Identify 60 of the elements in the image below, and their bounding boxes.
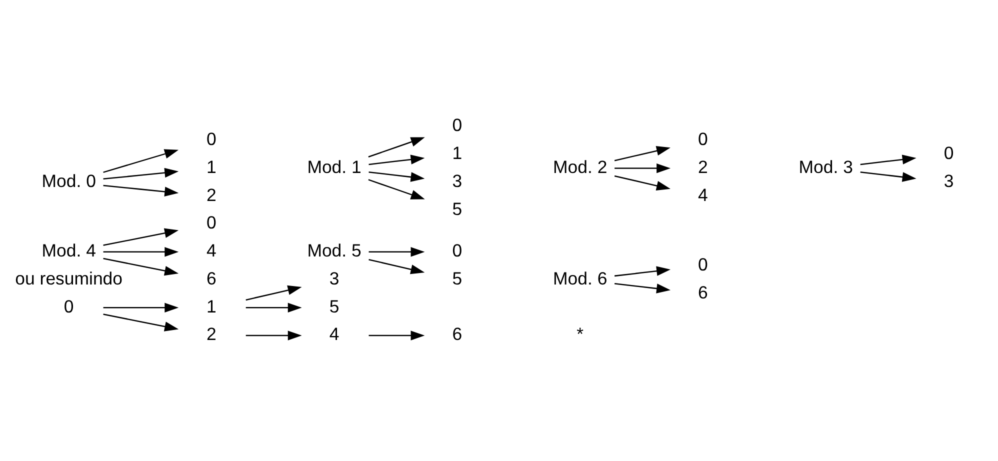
node-text: 1 bbox=[206, 296, 216, 316]
arrow bbox=[246, 284, 302, 300]
arrow bbox=[103, 302, 179, 312]
node-text: 2 bbox=[206, 184, 216, 204]
node-text: 5 bbox=[452, 198, 462, 218]
arrow bbox=[368, 258, 425, 274]
arrow bbox=[368, 154, 425, 165]
node-text: 5 bbox=[329, 296, 340, 316]
arrow bbox=[614, 266, 671, 276]
arrow bbox=[246, 330, 302, 340]
arrow bbox=[614, 146, 670, 161]
node-text: Mod. 5 bbox=[307, 240, 362, 260]
label: * bbox=[576, 324, 584, 344]
node-text: 3 bbox=[452, 170, 462, 190]
arrow bbox=[103, 148, 179, 172]
arrow bbox=[860, 154, 916, 165]
node-text: 1 bbox=[206, 156, 216, 176]
arrow bbox=[368, 178, 425, 199]
arrow bbox=[614, 174, 670, 190]
node-text: 0 bbox=[698, 128, 708, 149]
arrow bbox=[614, 162, 671, 173]
node-text: 0 bbox=[452, 240, 462, 260]
node-text: Mod. 6 bbox=[553, 268, 608, 288]
node-text: 0 bbox=[206, 212, 216, 232]
arrow bbox=[368, 246, 425, 256]
node-text: 0 bbox=[206, 128, 216, 149]
label: ou resumindo bbox=[15, 268, 123, 288]
node-text: 3 bbox=[944, 170, 954, 190]
arrow bbox=[103, 228, 179, 246]
node-text: 4 bbox=[206, 240, 216, 260]
node-text: 2 bbox=[206, 324, 216, 344]
node-text: Mod. 4 bbox=[42, 240, 96, 260]
arrow bbox=[860, 171, 916, 182]
node-text: 5 bbox=[452, 268, 462, 288]
arrow bbox=[246, 302, 302, 312]
node-text: 2 bbox=[698, 156, 708, 176]
node-text: Mod. 3 bbox=[798, 156, 853, 176]
node-text: 0 bbox=[452, 114, 462, 135]
arrow bbox=[103, 167, 179, 180]
node-text: 6 bbox=[452, 324, 462, 344]
node-text: 4 bbox=[329, 324, 340, 344]
node-text: 6 bbox=[206, 268, 216, 288]
arrow bbox=[103, 184, 179, 196]
node-text: 0 bbox=[698, 254, 708, 274]
arrow bbox=[103, 246, 179, 256]
arrow bbox=[368, 171, 425, 182]
node-text: 0 bbox=[64, 296, 74, 316]
node-text: 6 bbox=[698, 282, 708, 302]
arrow bbox=[103, 313, 179, 331]
arrow bbox=[368, 330, 425, 340]
node-text: Mod. 1 bbox=[307, 156, 362, 176]
arrow bbox=[103, 257, 179, 276]
node-text: 0 bbox=[944, 142, 954, 163]
node-text: 3 bbox=[329, 268, 340, 288]
node-text: Mod. 2 bbox=[553, 156, 608, 176]
arrow bbox=[368, 136, 425, 157]
node-text: Mod. 0 bbox=[42, 170, 96, 190]
arrow bbox=[614, 282, 671, 293]
node-text: 1 bbox=[452, 142, 462, 163]
node-text: 4 bbox=[698, 184, 708, 204]
